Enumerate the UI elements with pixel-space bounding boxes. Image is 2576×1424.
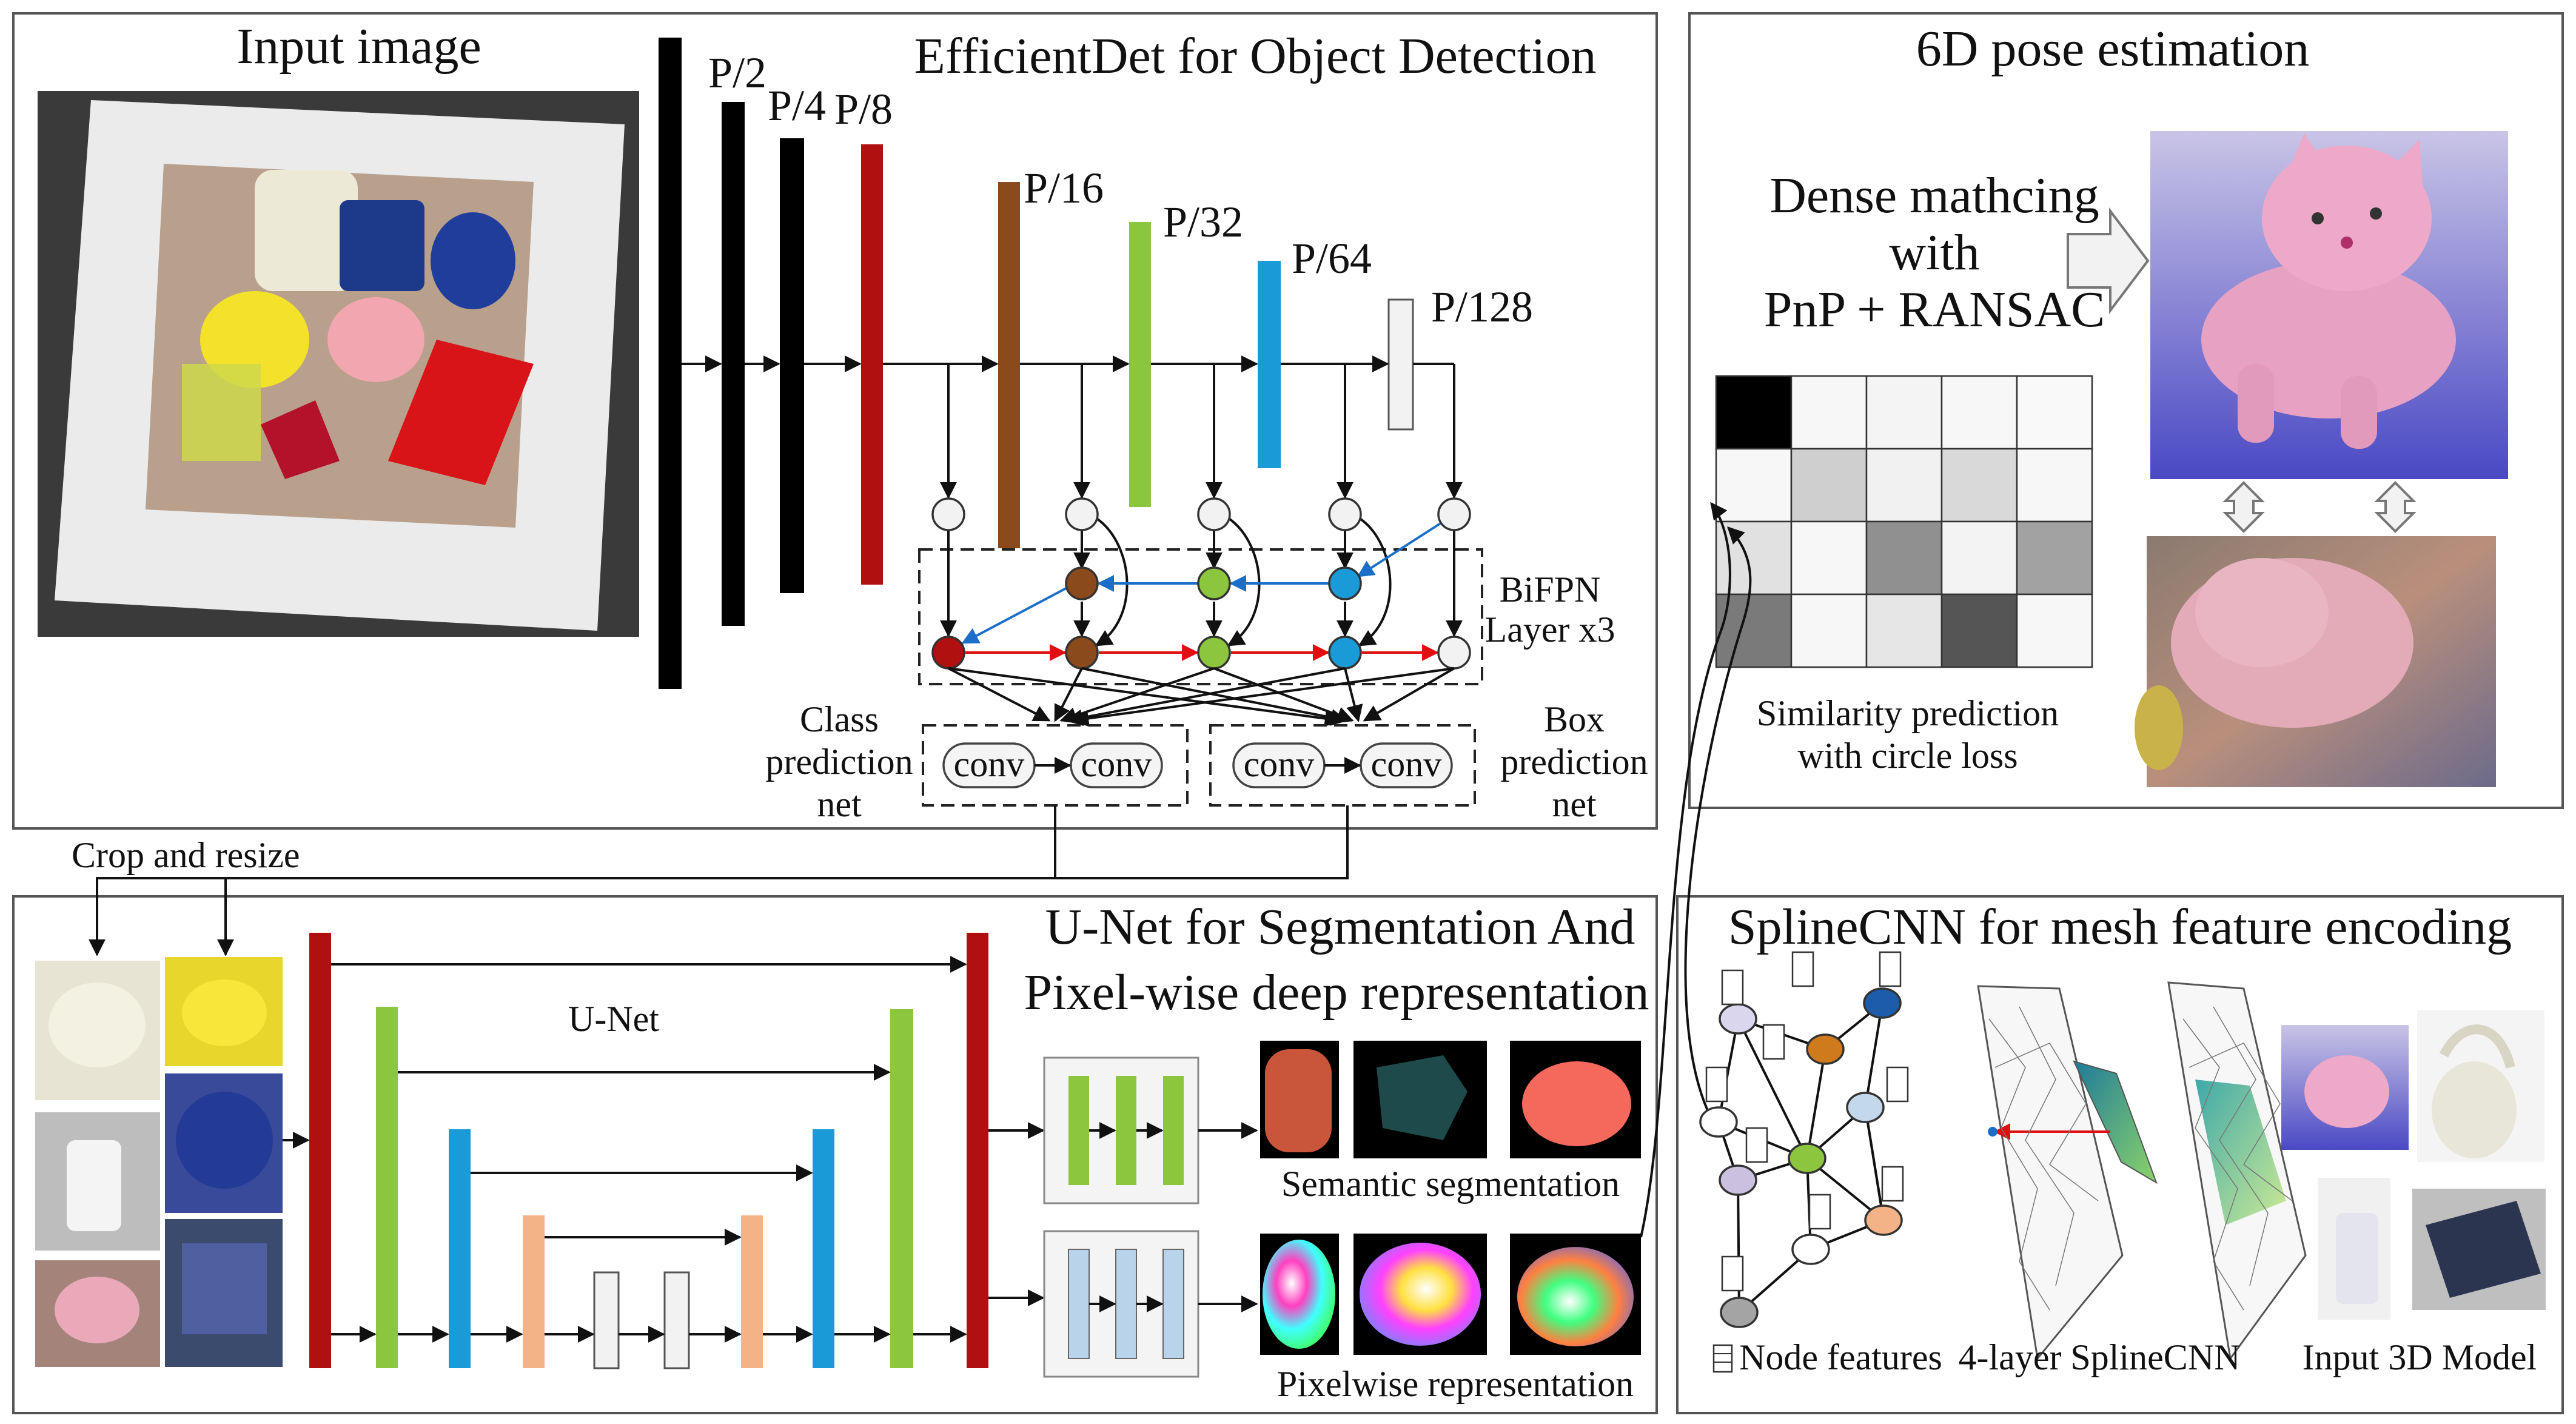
pose-title: 6D pose estimation	[1916, 21, 2310, 77]
similarity-cell	[2016, 593, 2093, 668]
similarity-cell	[1790, 448, 1868, 523]
class-conv-1: conv	[954, 744, 1025, 784]
similarity-cell	[2016, 520, 2093, 596]
node-features-icon	[1712, 1344, 1733, 1373]
box-net-box	[1209, 724, 1476, 807]
backbone-bar-p128	[1387, 298, 1414, 431]
similarity-cell	[1865, 448, 1943, 523]
unet-label: U-Net	[568, 999, 659, 1039]
spline-panel-frame	[1676, 895, 2564, 1414]
input-image-title: Input image	[236, 18, 481, 75]
similarity-cell	[1940, 520, 2018, 596]
similarity-cell	[1715, 448, 1793, 523]
level-label-p32: P/32	[1163, 198, 1243, 246]
similarity-cell	[1865, 520, 1943, 596]
bifpn-graph	[931, 497, 1471, 727]
backbone-bar-p8	[861, 144, 883, 585]
level-label-p16: P/16	[1024, 164, 1104, 212]
similarity-cell	[1940, 375, 2018, 450]
spline-label: 4-layer SplineCNN	[1959, 1337, 2241, 1377]
node-features-label: Node features	[1739, 1337, 1942, 1377]
unet-title-line1: U-Net for Segmentation And	[1045, 899, 1635, 955]
similarity-cell	[1715, 520, 1793, 596]
bifpn-label-line1: BiFPN	[1500, 569, 1601, 610]
backbone-flow-arrows	[682, 355, 1463, 499]
similarity-cell	[2016, 375, 2093, 450]
crop-resize-label: Crop and resize	[72, 835, 300, 875]
detection-title: EfficientDet for Object Detection	[914, 28, 1597, 84]
semantic-label: Semantic segmentation	[1281, 1164, 1620, 1204]
backbone-bar-p32	[1129, 222, 1151, 507]
similarity-cell	[1790, 375, 1868, 450]
pixelwise-outputs	[1260, 1234, 1641, 1355]
unet-skip-arrows	[331, 956, 1045, 1343]
pose-panel-frame	[1688, 12, 2564, 809]
level-label-p4: P/4	[768, 81, 826, 130]
level-label-p8: P/8	[834, 85, 893, 133]
matching-arrow-icon	[2067, 207, 2150, 314]
semantic-segmentation-outputs	[1260, 1041, 1641, 1158]
spline-title: SplineCNN for mesh feature encoding	[1728, 899, 2512, 955]
backbone-bar-input	[659, 38, 682, 689]
similarity-cell	[1790, 520, 1868, 596]
detection-panel-frame	[12, 12, 1658, 830]
level-label-p64: P/64	[1292, 234, 1372, 283]
class-net-convs	[942, 742, 1163, 788]
backbone-bar-p16	[998, 182, 1020, 548]
spline-planes	[1977, 981, 2307, 1361]
level-label-p128: P/128	[1431, 283, 1533, 331]
crop-flow-lines	[89, 805, 1349, 956]
bifpn-label-line2: Layer x3	[1485, 610, 1615, 650]
input-image	[38, 91, 639, 637]
bifpn-box	[918, 548, 1483, 685]
similarity-cell	[1865, 593, 1943, 668]
kitty-render	[2150, 131, 2508, 479]
pixelwise-to-matrix-line	[1640, 502, 1731, 1238]
similarity-cell	[1940, 448, 2018, 523]
similarity-cell	[1865, 375, 1943, 450]
pixelwise-label: Pixelwise representation	[1277, 1364, 1634, 1404]
double-arrow-icons	[2222, 481, 2417, 533]
crop-thumbnails	[35, 957, 283, 1367]
level-label-p2: P/2	[708, 49, 766, 97]
representation-head	[1043, 1230, 1258, 1378]
unet-bars	[309, 933, 988, 1369]
unet-panel-frame	[12, 895, 1658, 1414]
kitty-photo	[2135, 536, 2496, 787]
unet-title-line2: Pixel-wise deep representation	[1024, 964, 1649, 1021]
input-3d-models	[2281, 1010, 2546, 1320]
similarity-cell	[1715, 593, 1793, 668]
input-model-label: Input 3D Model	[2303, 1337, 2537, 1377]
similarity-cell	[2016, 448, 2093, 523]
box-net-convs	[1232, 742, 1453, 788]
spline-to-matrix-line	[1684, 526, 1752, 1135]
similarity-cell	[1790, 593, 1868, 668]
backbone-bar-p4	[780, 138, 804, 593]
class-conv-2: conv	[1081, 744, 1152, 784]
box-conv-1: conv	[1244, 744, 1315, 784]
similarity-cell	[1940, 593, 2018, 668]
box-conv-2: conv	[1371, 744, 1442, 784]
similarity-matrix	[1715, 375, 2093, 668]
backbone-bar-p64	[1258, 261, 1281, 468]
segmentation-head	[1043, 1056, 1258, 1204]
backbone-bar-p2	[722, 102, 745, 626]
similarity-cell	[1715, 375, 1793, 450]
mesh-graph	[1699, 951, 1909, 1328]
